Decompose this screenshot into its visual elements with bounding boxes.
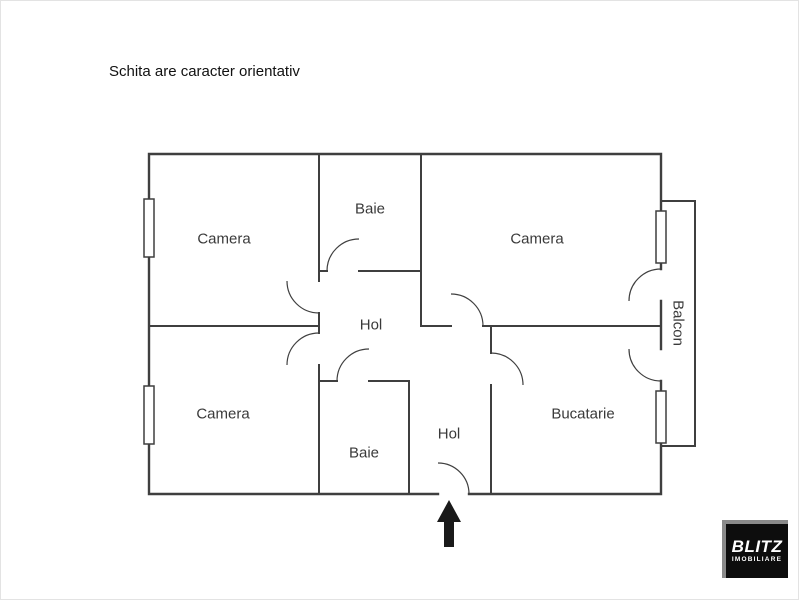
entrance-arrow-icon <box>437 500 461 547</box>
logo-tagline-text: IMOBILIARE <box>731 556 783 564</box>
room-label-baie-top: Baie <box>354 200 386 218</box>
outer-walls <box>147 152 663 496</box>
logo-brand-text: BLITZ <box>731 537 783 557</box>
balcony-outline <box>661 200 696 447</box>
window-left-top <box>143 198 155 258</box>
room-label-hol-bottom: Hol <box>437 425 461 443</box>
window-left-bottom <box>143 385 155 445</box>
room-label-camera-bottom-left: Camera <box>196 405 250 423</box>
room-label-camera-top-right: Camera <box>510 230 564 248</box>
blitz-logo-inner: BLITZ IMOBILIARE <box>726 524 788 578</box>
blitz-logo: BLITZ IMOBILIARE <box>722 520 788 578</box>
room-label-camera-top-left: Camera <box>197 230 251 248</box>
door-arcs <box>286 238 662 495</box>
window-right-top <box>655 210 667 264</box>
room-label-balcon: Balcon <box>669 300 687 346</box>
disclaimer-title: Schita are caracter orientativ <box>109 63 300 80</box>
room-label-bucatarie: Bucatarie <box>551 405 615 423</box>
room-label-hol-center: Hol <box>359 316 383 334</box>
interior-walls <box>148 153 662 495</box>
room-label-baie-bottom: Baie <box>348 444 380 462</box>
window-right-bottom <box>655 390 667 444</box>
